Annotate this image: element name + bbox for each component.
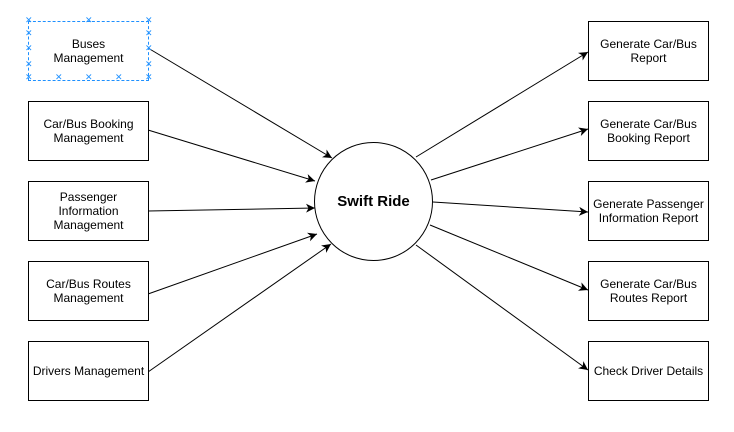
swift-ride-to-generate-booking-report-arrow[interactable] [430, 127, 589, 181]
swift-ride-to-generate-car-bus-report-arrow[interactable] [415, 51, 589, 158]
booking-management-to-swift-ride-arrow[interactable] [147, 129, 316, 183]
check-driver-details-label: Check Driver Details [593, 364, 704, 378]
generate-car-bus-report-box[interactable]: Generate Car/Bus Report [588, 21, 709, 81]
selection-handle-icon[interactable]: ✕ [145, 16, 153, 26]
selection-handle-icon[interactable]: ✕ [145, 29, 153, 39]
selection-handle-icon[interactable]: ✕ [25, 16, 33, 26]
selection-handle-icon[interactable]: ✕ [85, 16, 93, 26]
passenger-management-to-swift-ride-arrow[interactable] [147, 203, 316, 213]
generate-passenger-report-box[interactable]: Generate Passenger Information Report [588, 181, 709, 241]
selection-handle-icon[interactable]: ✕ [145, 44, 153, 54]
generate-routes-report-box[interactable]: Generate Car/Bus Routes Report [588, 261, 709, 321]
selection-handle-icon[interactable]: ✕ [85, 73, 93, 83]
swift-ride-to-check-driver-details-arrow[interactable] [415, 244, 589, 371]
selection-handle-icon[interactable]: ✕ [25, 44, 33, 54]
selection-handle-icon[interactable]: ✕ [115, 73, 123, 83]
generate-car-bus-report-label: Generate Car/Bus Report [600, 37, 697, 65]
selection-handle-icon[interactable]: ✕ [25, 29, 33, 39]
buses-management-label: Buses Management [53, 37, 124, 65]
generate-routes-report-label: Generate Car/Bus Routes Report [600, 277, 697, 305]
booking-management-box[interactable]: Car/Bus Booking Management [28, 101, 149, 161]
routes-management-box[interactable]: Car/Bus Routes Management [28, 261, 149, 321]
swift-ride-label: Swift Ride [337, 193, 410, 210]
check-driver-details-box[interactable]: Check Driver Details [588, 341, 709, 401]
routes-management-label: Car/Bus Routes Management [46, 277, 131, 305]
drivers-management-to-swift-ride-arrow[interactable] [147, 243, 332, 373]
passenger-management-box[interactable]: Passenger Information Management [28, 181, 149, 241]
buses-management-box[interactable]: Buses Management ✕ ✕ ✕ ✕ ✕ ✕ ✕ ✕ ✕ ✕ ✕ ✕… [25, 16, 153, 83]
selection-handle-icon[interactable]: ✕ [145, 60, 153, 70]
buses-management-to-swift-ride-arrow[interactable] [147, 47, 333, 159]
selection-handle-icon[interactable]: ✕ [55, 73, 63, 83]
selection-handle-icon[interactable]: ✕ [25, 73, 33, 83]
generate-booking-report-box[interactable]: Generate Car/Bus Booking Report [588, 101, 709, 161]
passenger-management-label: Passenger Information Management [53, 190, 124, 232]
selection-handle-icon[interactable]: ✕ [25, 60, 33, 70]
generate-passenger-report-label: Generate Passenger Information Report [593, 197, 704, 225]
swift-ride-to-generate-routes-report-arrow[interactable] [429, 224, 589, 291]
drivers-management-box[interactable]: Drivers Management [28, 341, 149, 401]
drivers-management-label: Drivers Management [32, 364, 145, 378]
selection-handle-icon[interactable]: ✕ [145, 73, 153, 83]
booking-management-label: Car/Bus Booking Management [43, 117, 134, 145]
generate-booking-report-label: Generate Car/Bus Booking Report [600, 117, 697, 145]
swift-ride-to-generate-passenger-report-arrow[interactable] [432, 201, 589, 216]
swift-ride-process-circle[interactable]: Swift Ride [314, 142, 433, 261]
routes-management-to-swift-ride-arrow[interactable] [147, 232, 318, 295]
